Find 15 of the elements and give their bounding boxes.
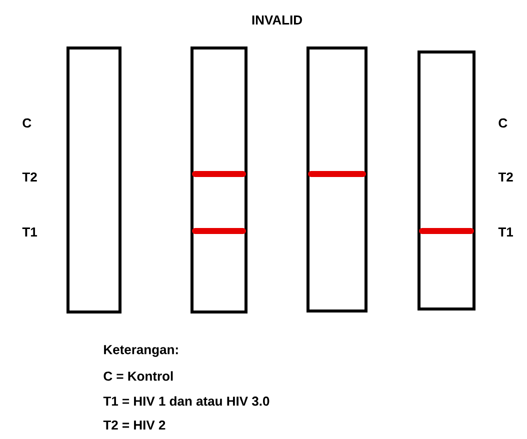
legend-heading: Keterangan: — [104, 345, 178, 357]
zone-label: T1 — [498, 228, 514, 236]
legend-entry: T2 = HIV 2 — [103, 420, 166, 430]
legend-entry: C = Kontrol — [104, 371, 173, 381]
zone-label: T2 — [498, 172, 513, 182]
zone-label: C — [22, 118, 32, 128]
test-strip — [306, 46, 368, 312]
title: INVALID — [252, 16, 302, 24]
zone-label: T1 — [22, 228, 38, 236]
test-strip — [66, 46, 122, 314]
zone-label: C — [498, 118, 508, 128]
test-strip — [190, 46, 248, 314]
test-strip — [418, 50, 476, 310]
legend-entry: T1 = HIV 1 dan atau HIV 3.0 — [103, 396, 270, 406]
zone-label: T2 — [22, 172, 37, 182]
